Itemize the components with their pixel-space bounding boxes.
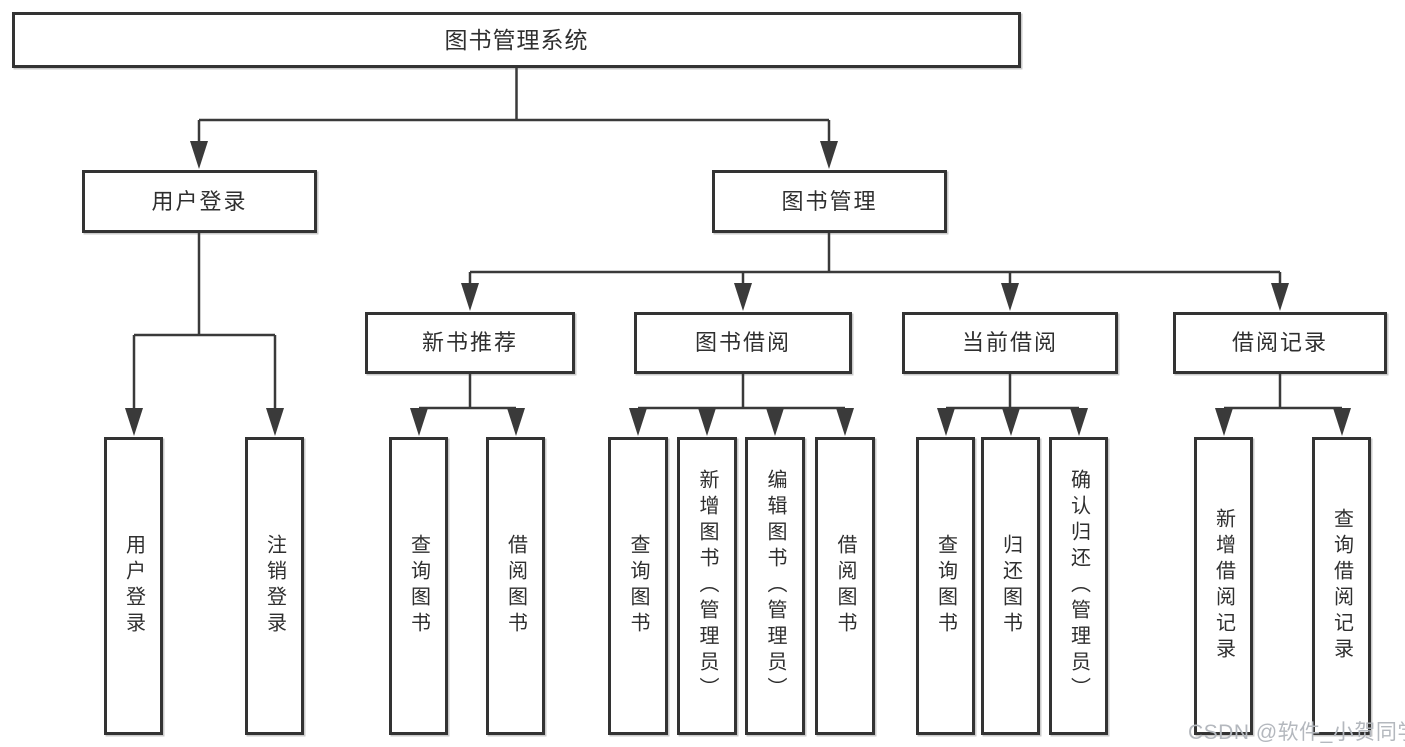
leaf-logout: 注销登录 — [245, 437, 304, 735]
node-label: 新增图书（管理员） — [696, 469, 718, 703]
leaf-query-books-recommend: 查询图书 — [389, 437, 448, 735]
leaf-add-borrow-record: 新增借阅记录 — [1194, 437, 1253, 735]
node-label: 图书借阅 — [694, 330, 791, 356]
node-label: 查询图书 — [407, 534, 430, 638]
leaf-borrow-books: 借阅图书 — [815, 437, 875, 735]
node-label: 图书管理系统 — [444, 26, 589, 53]
leaf-borrow-books-recommend: 借阅图书 — [486, 437, 545, 735]
connector-bookmgmt-to-level3 — [468, 233, 1282, 287]
node-root-system: 图书管理系统 — [12, 12, 1021, 68]
node-book-management: 图书管理 — [712, 170, 947, 233]
leaf-query-books-borrow: 查询图书 — [608, 437, 668, 735]
leaf-user-login: 用户登录 — [104, 437, 163, 735]
node-label: 用户登录 — [122, 534, 145, 638]
node-label: 借阅图书 — [834, 534, 856, 638]
node-label: 编辑图书（管理员） — [764, 469, 786, 703]
node-label: 借阅记录 — [1231, 330, 1328, 356]
connector-root-to-level2 — [197, 68, 831, 146]
node-user-login: 用户登录 — [82, 170, 317, 233]
node-label: 新增借阅记录 — [1212, 508, 1235, 664]
leaf-confirm-return-admin: 确认归还（管理员） — [1049, 437, 1108, 735]
leaf-query-books-current: 查询图书 — [916, 437, 975, 735]
node-label: 注销登录 — [263, 534, 286, 638]
node-label: 借阅图书 — [504, 534, 527, 638]
connector-borrow-to-leaves — [636, 374, 847, 414]
node-label: 用户登录 — [151, 188, 248, 214]
node-label: 归还图书 — [999, 534, 1022, 638]
node-new-book-recommend: 新书推荐 — [365, 312, 575, 374]
node-label: 新书推荐 — [421, 330, 518, 356]
node-label: 查询图书 — [934, 534, 957, 638]
node-label: 查询借阅记录 — [1330, 508, 1353, 664]
node-current-borrow: 当前借阅 — [902, 312, 1118, 374]
leaf-return-books: 归还图书 — [981, 437, 1040, 735]
node-label: 图书管理 — [781, 188, 878, 214]
leaf-add-books-admin: 新增图书（管理员） — [677, 437, 737, 735]
csdn-watermark: CSDN @软件_小贺同学 — [1188, 721, 1405, 744]
node-borrow-records: 借阅记录 — [1173, 312, 1387, 374]
leaf-edit-books-admin: 编辑图书（管理员） — [745, 437, 805, 735]
node-label: 当前借阅 — [961, 330, 1058, 356]
leaf-query-borrow-record: 查询借阅记录 — [1312, 437, 1371, 735]
node-label: 确认归还（管理员） — [1067, 469, 1090, 703]
node-label: 查询图书 — [627, 534, 649, 638]
connector-newbook-to-leaves — [417, 374, 518, 414]
node-book-borrow: 图书借阅 — [634, 312, 852, 374]
connector-userlogin-to-leaves — [132, 233, 277, 412]
arrowheads — [125, 141, 1351, 436]
connector-records-to-leaves — [1222, 374, 1344, 414]
